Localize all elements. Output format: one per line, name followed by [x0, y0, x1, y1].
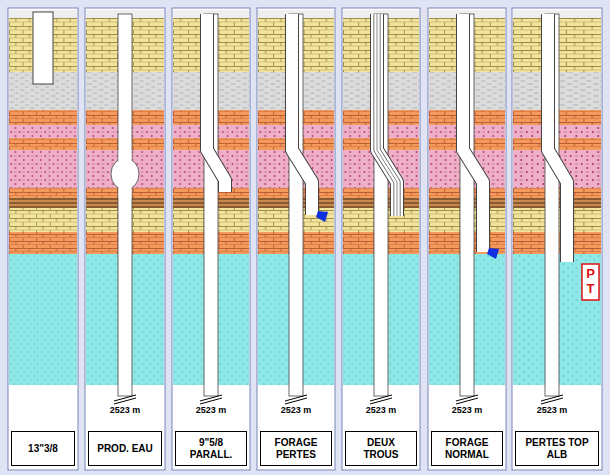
depth-label: 2523 m: [452, 406, 483, 416]
caption-text: 13"3/8: [28, 443, 58, 455]
caption-box: 13"3/8: [11, 431, 75, 466]
depth-label: 2523 m: [537, 406, 568, 416]
depth-label: 2523 m: [366, 406, 397, 416]
caption-box: DEUX TROUS: [345, 431, 417, 466]
caption-text: 9"5/8 PARALL.: [179, 437, 243, 460]
caption-text: FORAGE NORMAL: [435, 437, 499, 460]
depth-label: 2523 m: [110, 406, 141, 416]
caption-box: PROD. EAU: [88, 431, 162, 466]
marker-letter: P: [583, 267, 599, 281]
caption-box: FORAGE PERTES: [260, 431, 332, 466]
marker-letter: T: [583, 282, 599, 296]
caption-text: FORAGE PERTES: [264, 437, 328, 460]
depth-label: 2523 m: [196, 406, 227, 416]
caption-text: PROD. EAU: [97, 443, 153, 455]
caption-text: DEUX TROUS: [349, 437, 413, 460]
depth-label: 2523 m: [281, 406, 312, 416]
caption-text: PERTES TOP ALB: [519, 437, 595, 460]
caption-box: PERTES TOP ALB: [515, 431, 599, 466]
caption-box: FORAGE NORMAL: [431, 431, 503, 466]
caption-box: 9"5/8 PARALL.: [175, 431, 247, 466]
